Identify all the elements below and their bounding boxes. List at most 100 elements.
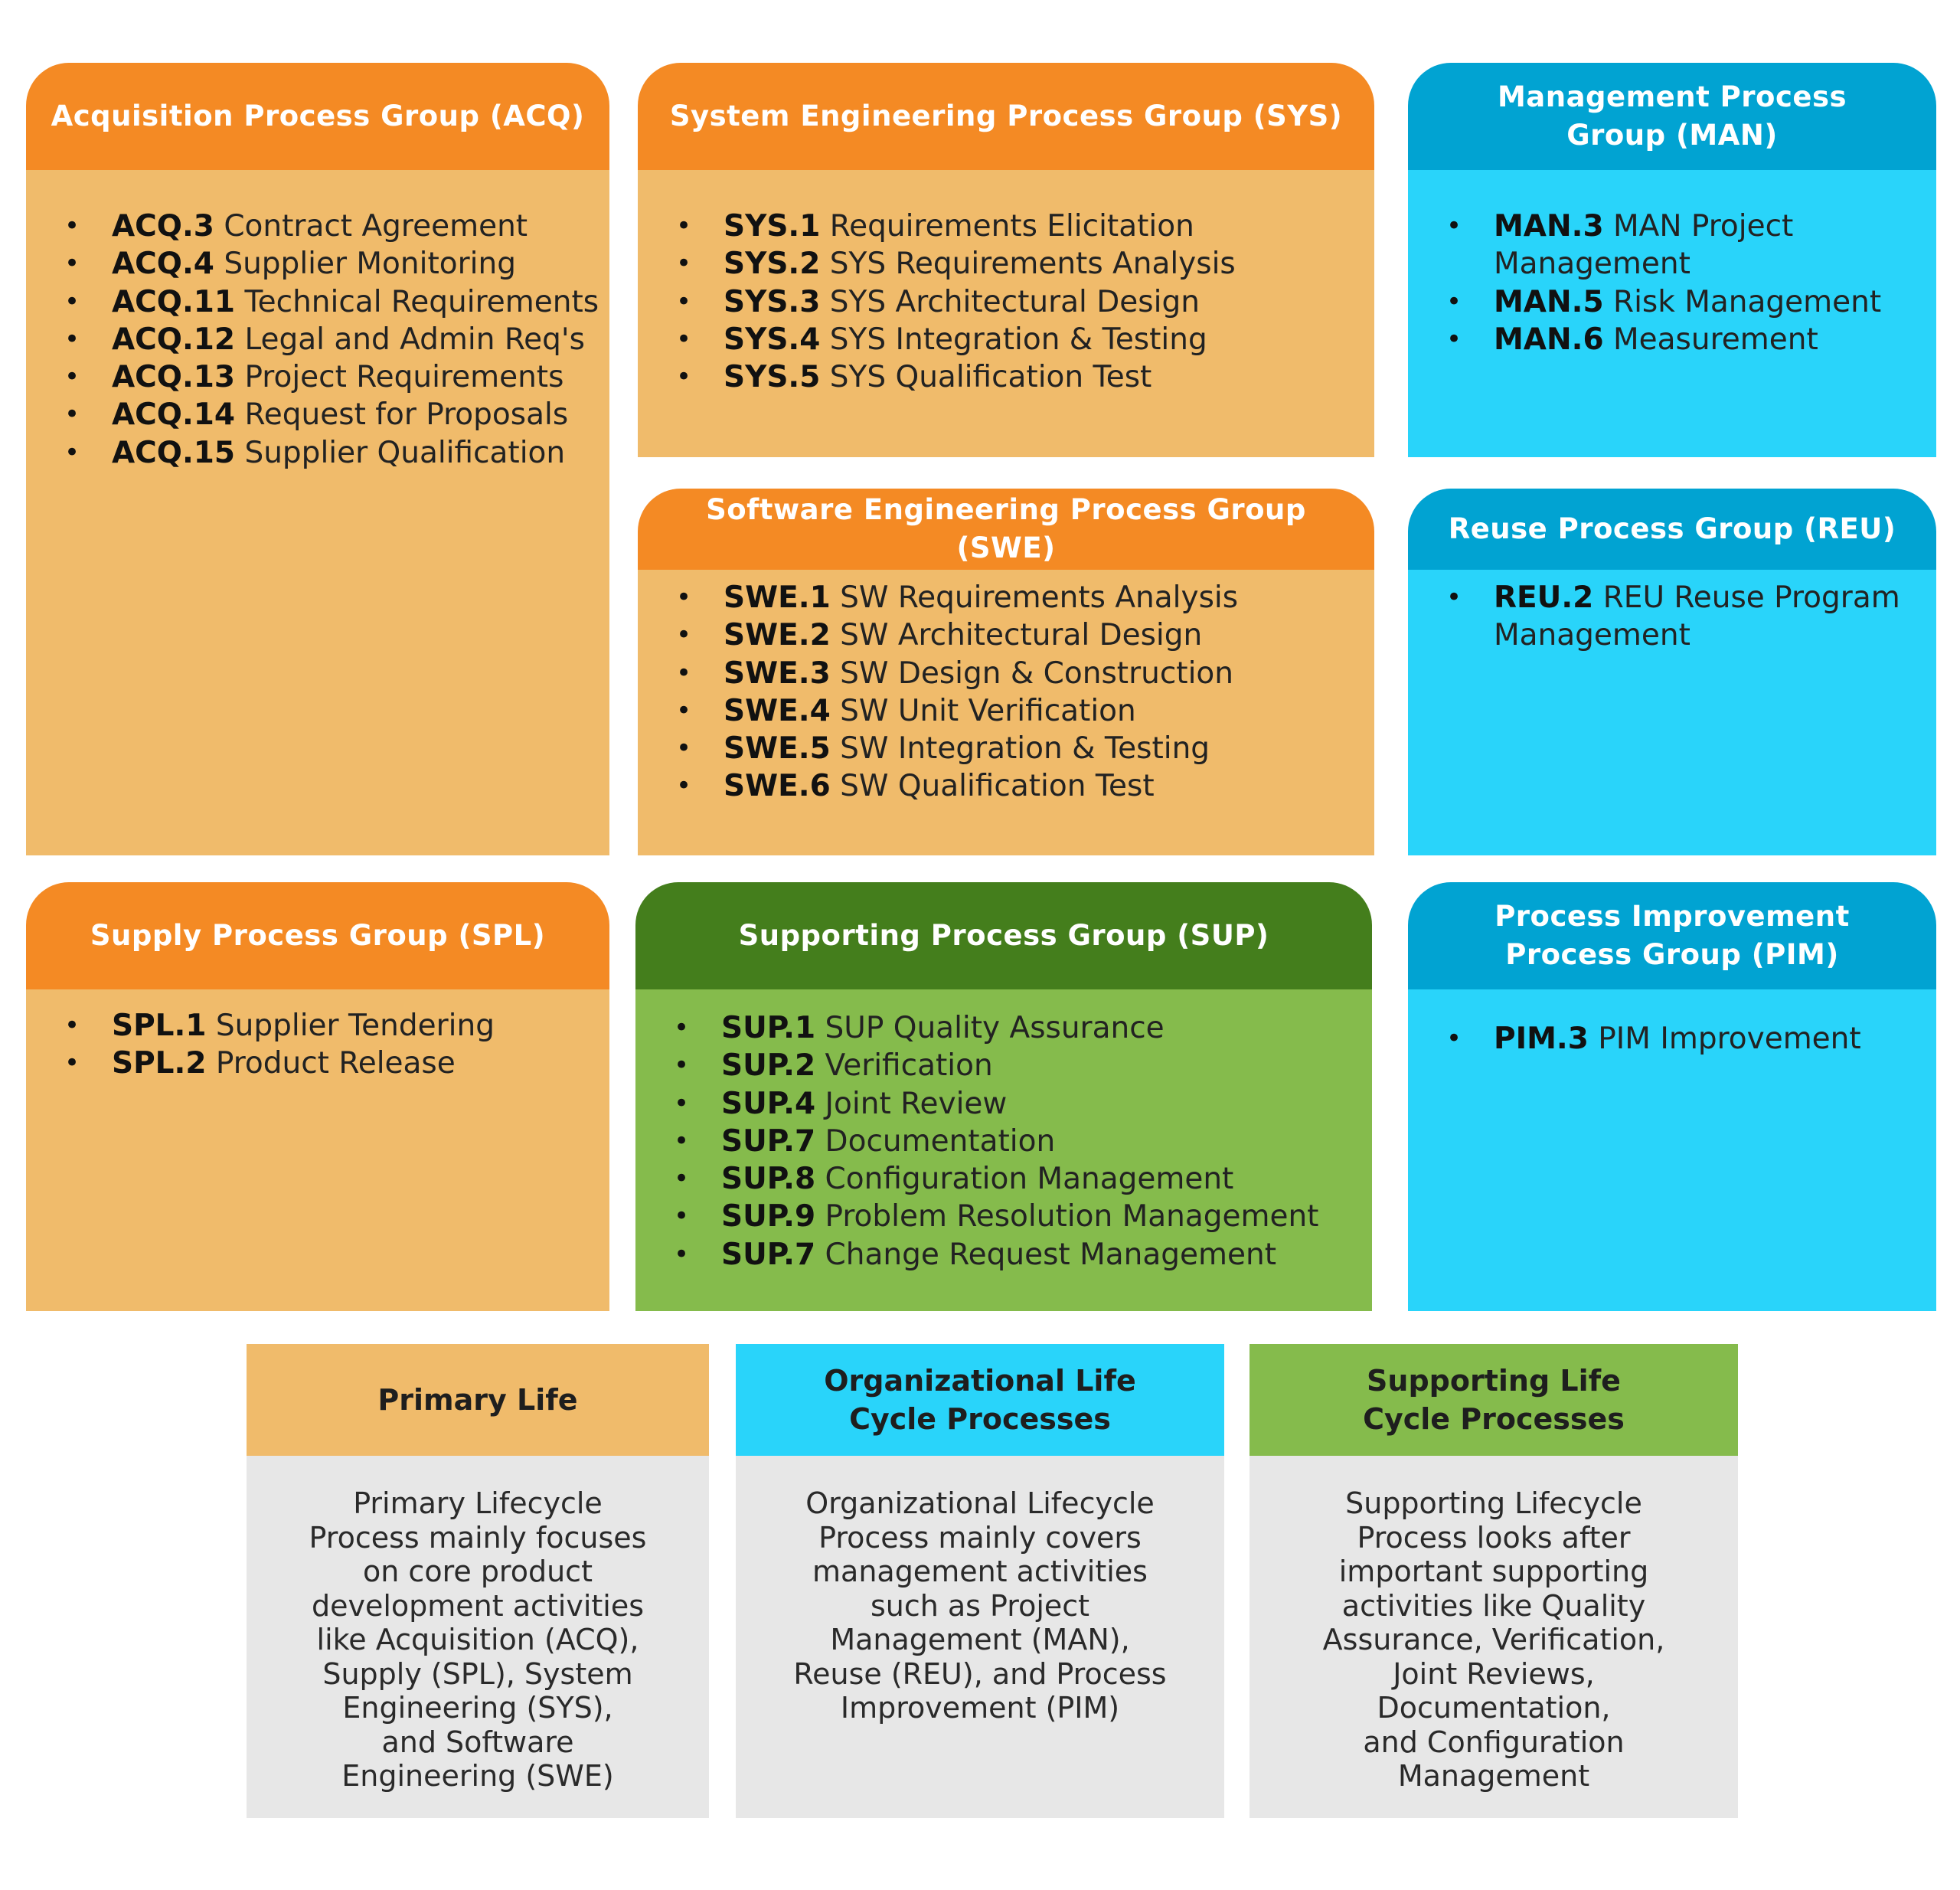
list-item: •MAN.5 Risk Management xyxy=(1408,283,1936,321)
item-label: MAN Project xyxy=(1613,209,1794,244)
list-item: •ACQ.14 Request for Proposals xyxy=(26,396,609,433)
item-code: ACQ.14 xyxy=(112,397,236,433)
legend-primary-header: Primary Life xyxy=(247,1344,709,1456)
list-item: •SUP.7 Change Request Management xyxy=(635,1236,1372,1274)
bullet-icon: • xyxy=(676,770,692,802)
list-item: •SYS.2 SYS Requirements Analysis xyxy=(638,245,1374,283)
item-label: Supplier Tendering xyxy=(215,1009,495,1043)
reu-title: Reuse Process Group (REU) xyxy=(1448,512,1896,545)
bullet-icon: • xyxy=(64,286,80,317)
item-label: SW Architectural Design xyxy=(840,618,1203,653)
legend-organizational-text-line: Organizational Lifecycle xyxy=(805,1486,1155,1520)
list-item: •SYS.5 SYS Qualification Test xyxy=(638,358,1374,396)
legend-supporting: Supporting Life Cycle Processes Supporti… xyxy=(1250,1344,1738,1818)
spl-header: Supply Process Group (SPL) xyxy=(26,882,609,989)
sys-header: System Engineering Process Group (SYS) xyxy=(638,63,1374,170)
bullet-icon: • xyxy=(64,361,80,393)
bullet-icon: • xyxy=(1446,1023,1462,1054)
bullet-icon: • xyxy=(1446,286,1462,317)
bullet-icon: • xyxy=(674,1087,690,1119)
legend-organizational-title-line1: Organizational Life xyxy=(824,1364,1136,1398)
item-label: REU Reuse Program xyxy=(1602,580,1900,615)
item-code: SPL.2 xyxy=(112,1046,207,1081)
pim-title-line1: Process Improvement xyxy=(1494,900,1850,933)
sup-header: Supporting Process Group (SUP) xyxy=(635,882,1372,989)
spl-title: Supply Process Group (SPL) xyxy=(90,919,546,952)
item-label: SYS Architectural Design xyxy=(829,284,1200,319)
list-item: •SPL.2 Product Release xyxy=(26,1045,609,1082)
list-item: •ACQ.11 Technical Requirements xyxy=(26,283,609,321)
item-label: Risk Management xyxy=(1613,284,1882,319)
list-item: •SYS.3 SYS Architectural Design xyxy=(638,283,1374,321)
bullet-icon: • xyxy=(676,323,692,355)
list-item: •ACQ.15 Supplier Qualification xyxy=(26,434,609,472)
item-code: SUP.9 xyxy=(721,1199,816,1234)
list-item: •SWE.5 SW Integration & Testing xyxy=(638,730,1374,767)
swe-title: Software Engineering Process Group (SWE) xyxy=(706,493,1306,564)
legend-organizational-title-line2: Cycle Processes xyxy=(849,1402,1111,1436)
bullet-icon: • xyxy=(64,1010,80,1041)
item-label-continued: Management xyxy=(1494,247,1690,282)
legend-supporting-text-line: Supporting Lifecycle xyxy=(1345,1486,1642,1520)
bullet-icon: • xyxy=(64,323,80,355)
item-label: SW Requirements Analysis xyxy=(840,580,1239,615)
item-code: SWE.1 xyxy=(724,580,831,615)
legend-supporting-text-line: Assurance, Verification, xyxy=(1322,1623,1665,1656)
item-label: SW Qualification Test xyxy=(840,769,1155,804)
item-label: Configuration Management xyxy=(825,1162,1234,1197)
bullet-icon: • xyxy=(64,399,80,430)
list-item: •ACQ.3 Contract Agreement xyxy=(26,208,609,245)
reu-header: Reuse Process Group (REU) xyxy=(1408,489,1936,570)
bullet-icon: • xyxy=(676,695,692,726)
item-label: Legal and Admin Req's xyxy=(244,322,585,357)
legend-organizational-text-line: Management (MAN), xyxy=(830,1623,1130,1656)
item-code: SUP.8 xyxy=(721,1162,816,1197)
legend-organizational-text-line: Reuse (REU), and Process xyxy=(793,1656,1167,1691)
bullet-icon: • xyxy=(676,657,692,688)
item-label: Verification xyxy=(825,1048,993,1084)
legend-primary-text-line: Process mainly focuses xyxy=(309,1520,647,1555)
item-label-continued: Management xyxy=(1494,618,1690,653)
man-card: Management Process Group (MAN) •MAN.3 MA… xyxy=(1408,63,1936,457)
item-code: MAN.6 xyxy=(1494,322,1604,357)
legend-primary-text-line: Engineering (SYS), xyxy=(342,1691,613,1725)
item-label: Technical Requirements xyxy=(244,284,599,319)
legend-supporting-title-line2: Cycle Processes xyxy=(1363,1402,1625,1436)
bullet-icon: • xyxy=(676,211,692,241)
list-item: • SWE.6 SW Qualification Test xyxy=(638,767,1374,805)
sup-title: Supporting Process Group (SUP) xyxy=(738,919,1269,952)
legend-supporting-header: Supporting Life Cycle Processes xyxy=(1250,1344,1738,1456)
pim-title-line2: Process Group (PIM) xyxy=(1505,938,1839,971)
spl-card: Supply Process Group (SPL) •SPL.1 Suppli… xyxy=(26,882,609,1311)
acq-card: Acquisition Process Group (ACQ) •ACQ.3 C… xyxy=(26,63,609,855)
item-code: SWE.4 xyxy=(724,693,831,728)
legend-supporting-title-line1: Supporting Life xyxy=(1367,1364,1621,1398)
legend-primary-text-line: Supply (SPL), System xyxy=(322,1656,633,1691)
bullet-icon: • xyxy=(674,1125,690,1156)
list-item: •SUP.1 SUP Quality Assurance xyxy=(635,1009,1372,1047)
item-label: SW Unit Verification xyxy=(840,693,1136,728)
legend-primary-body: Primary Lifecycle Process mainly focuses… xyxy=(247,1456,709,1818)
legend-primary-text-line: and Software xyxy=(381,1725,574,1759)
item-label: Supplier Qualification xyxy=(244,435,566,470)
item-code: SWE.6 xyxy=(724,769,831,804)
list-item: •SUP.7 Documentation xyxy=(635,1123,1372,1160)
item-label: SYS Integration & Testing xyxy=(829,322,1207,357)
legend-organizational-text-line: such as Project xyxy=(870,1588,1090,1623)
legend-supporting-text-line: important supporting xyxy=(1338,1555,1649,1588)
list-item: •SWE.2 SW Architectural Design xyxy=(638,616,1374,654)
item-label: PIM Improvement xyxy=(1598,1022,1861,1056)
bullet-icon: • xyxy=(64,1048,80,1079)
item-code: SWE.3 xyxy=(724,656,831,691)
item-label: Project Requirements xyxy=(244,360,564,395)
list-item: •ACQ.13 Project Requirements xyxy=(26,358,609,396)
item-code: REU.2 xyxy=(1494,580,1594,615)
bullet-icon: • xyxy=(676,733,692,764)
man-title-line1: Management Process xyxy=(1497,80,1847,113)
pim-header: Process Improvement Process Group (PIM) xyxy=(1408,882,1936,989)
list-item: •ACQ.12 Legal and Admin Req's xyxy=(26,321,609,358)
item-code: ACQ.15 xyxy=(112,435,236,470)
list-item: •PIM.3 PIM Improvement xyxy=(1408,1020,1936,1058)
